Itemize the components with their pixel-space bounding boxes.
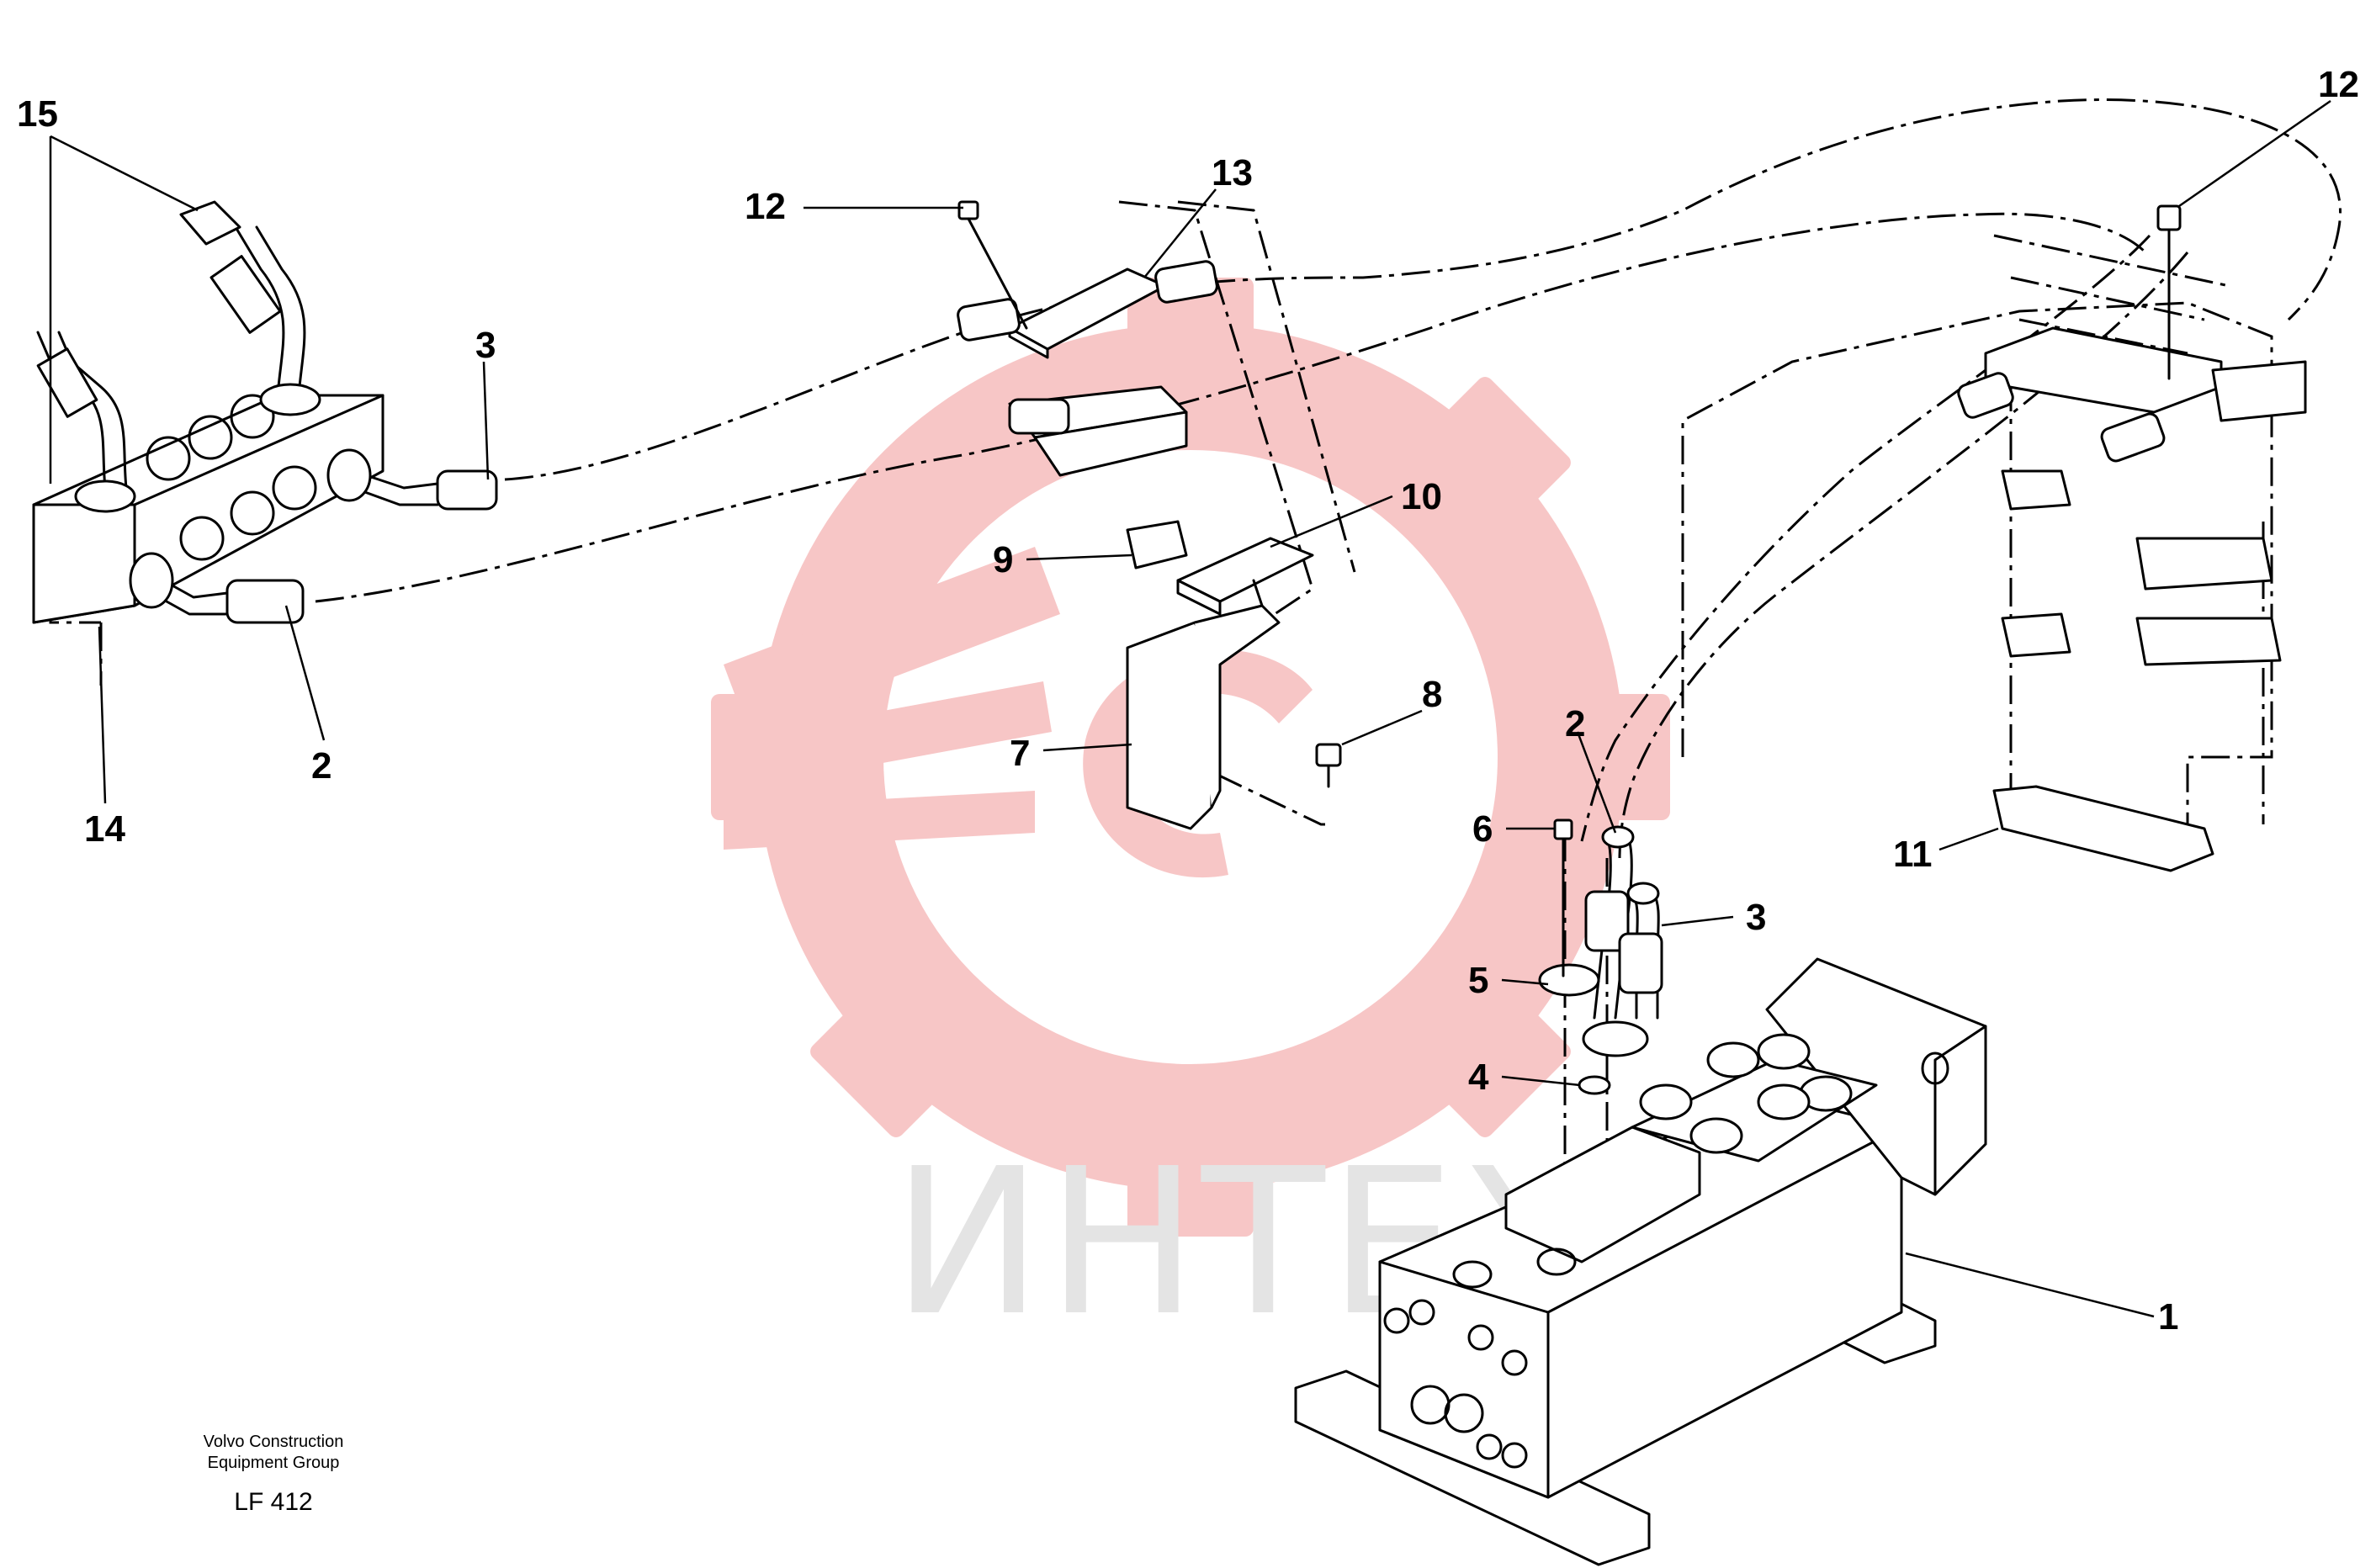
clamp-assembly-right	[1957, 204, 2307, 872]
callout-8: 8	[1422, 674, 1442, 715]
callout-2-left: 2	[311, 745, 331, 787]
callout-6: 6	[1472, 808, 1493, 850]
callout-14: 14	[84, 808, 125, 850]
valve-block-left	[32, 394, 385, 624]
callout-2-main: 2	[1565, 703, 1585, 744]
bolt-12-center	[957, 200, 1028, 330]
callout-4: 4	[1468, 1057, 1489, 1098]
callout-3-main: 3	[1746, 897, 1766, 938]
callout-9: 9	[993, 539, 1013, 580]
hose-fittings-upper-left	[36, 200, 321, 513]
callout-12-center: 12	[745, 186, 786, 227]
hose-3-left	[326, 448, 498, 511]
callout-13: 13	[1212, 152, 1253, 193]
watermark-gear-logo	[711, 278, 1670, 1237]
callout-12-right: 12	[2318, 64, 2359, 105]
callout-10: 10	[1401, 476, 1442, 517]
routing-lines	[49, 98, 2342, 1178]
clamp-assembly-center	[957, 260, 1342, 830]
hose-assembly-main	[1538, 818, 1663, 1095]
drawing-code: LF 412	[234, 1488, 312, 1516]
footer-company-line2: Equipment Group	[208, 1454, 340, 1472]
footer: Volvo Construction Equipment Group LF 41…	[204, 1433, 344, 1516]
hose-2-left	[129, 552, 305, 624]
callout-15: 15	[17, 93, 58, 135]
callout-1: 1	[2158, 1296, 2178, 1338]
callout-5: 5	[1468, 960, 1488, 1001]
callout-labels: 15 3 2 14 12 13 10 9 8 7 6 2 3 5 4 1 11 …	[17, 64, 2359, 1338]
leader-lines	[49, 99, 2331, 1318]
callout-3-left: 3	[475, 325, 496, 366]
main-valve-block	[1294, 957, 1987, 1566]
callout-11: 11	[1893, 834, 1933, 875]
footer-company-line1: Volvo Construction	[204, 1433, 344, 1451]
callout-7: 7	[1010, 733, 1030, 774]
